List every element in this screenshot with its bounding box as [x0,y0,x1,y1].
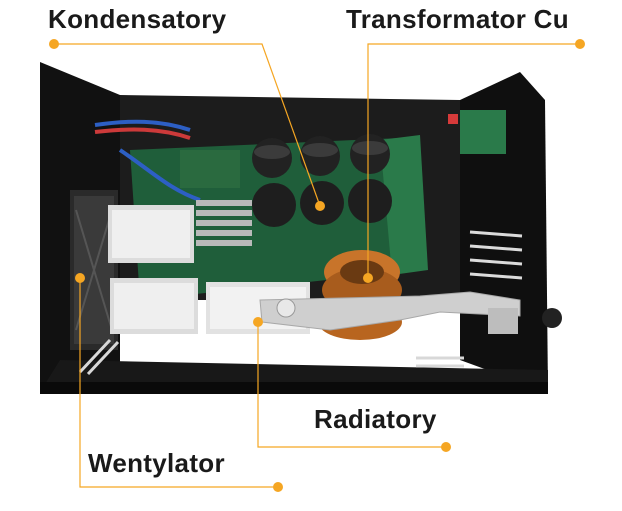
callout-dot-radiatory-target [253,317,263,327]
heatsink-left-top [108,205,194,263]
callout-dots [49,39,585,492]
label-radiatory: Radiatory [314,404,437,434]
bottom-vent-slots [78,338,464,376]
label-kondensatory: Kondensatory [48,4,227,34]
callout-dot-wentylator-target [75,273,85,283]
label-wentylator: Wentylator [88,448,225,478]
heatsink-fins [196,200,252,246]
front-knob [542,308,562,328]
callout-line-kondensatory [54,43,321,207]
callout-dot-transformator-end [575,39,585,49]
callout-line-wentylator [79,278,278,488]
callout-dot-kondensatory-end [49,39,59,49]
bus-bar [259,291,521,331]
callout-lines [54,43,580,488]
capacitors [252,134,392,227]
bolt [276,298,296,318]
wire-bundle [94,119,201,202]
front-terminal [488,308,518,334]
aux-board-right [460,110,506,154]
callout-dot-wentylator-end [273,482,283,492]
housing-front-rim [40,382,548,394]
callout-line-radiatory [257,322,446,448]
callout-dot-radiatory-end [441,442,451,452]
callout-dot-transformator-target [363,273,373,283]
callout-dot-kondensatory-target [315,201,325,211]
callout-line-transformator [367,43,580,274]
pcb-vertical [380,135,428,275]
heatsink-left-bottom [110,278,198,334]
connector-red [448,114,458,124]
aux-board [180,150,240,188]
label-transformator: Transformator Cu [346,4,569,34]
right-vent-slots [469,230,523,280]
